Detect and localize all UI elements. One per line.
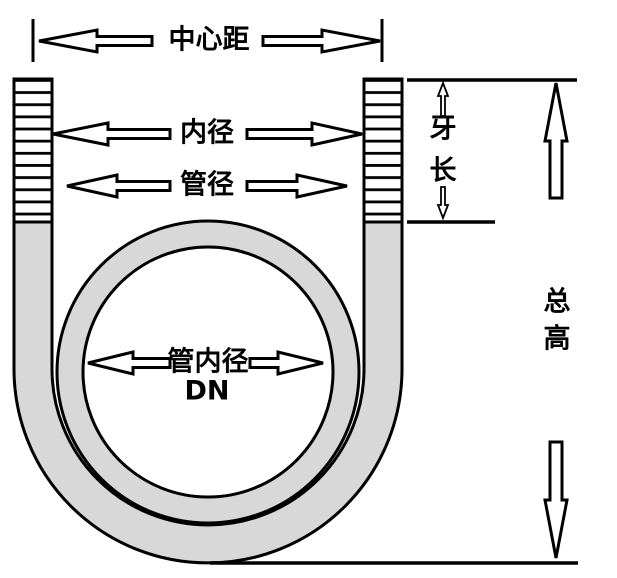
total-height-label-char2: 高 [543,323,571,355]
pipe-bore-circle [81,245,335,499]
thread-length-up-arrow [436,80,450,117]
center-distance-label: 中心距 [168,24,250,56]
pipe-diameter-right-arrow [245,173,348,199]
pipe-inner-diameter-label: 管内径 [167,346,249,378]
pipe-inner-diameter-left-arrow [87,350,172,376]
center-distance-left-arrow [38,28,154,54]
u-bolt-body [12,77,404,565]
pipe-diameter-label: 管径 [180,169,234,201]
pipe-inner-diameter-dn-label: DN [184,375,230,407]
thread-length-label-char2: 长 [429,155,457,187]
center-distance-right-arrow [261,28,381,54]
total-height-up-arrow [543,82,569,200]
inner-diameter-label: 内径 [180,117,234,149]
inner-diameter-left-arrow [52,121,172,147]
thread-length-down-arrow [436,186,450,221]
total-height-label-char1: 总 [543,286,571,318]
pipe-inner-diameter-right-arrow [248,350,324,376]
inner-diameter-right-arrow [245,121,363,147]
total-height-down-arrow [543,440,569,559]
pipe-diameter-left-arrow [66,173,172,199]
left-rod-thread [12,77,54,224]
thread-length-label-char1: 牙 [429,113,457,145]
right-rod-thread [362,77,404,224]
